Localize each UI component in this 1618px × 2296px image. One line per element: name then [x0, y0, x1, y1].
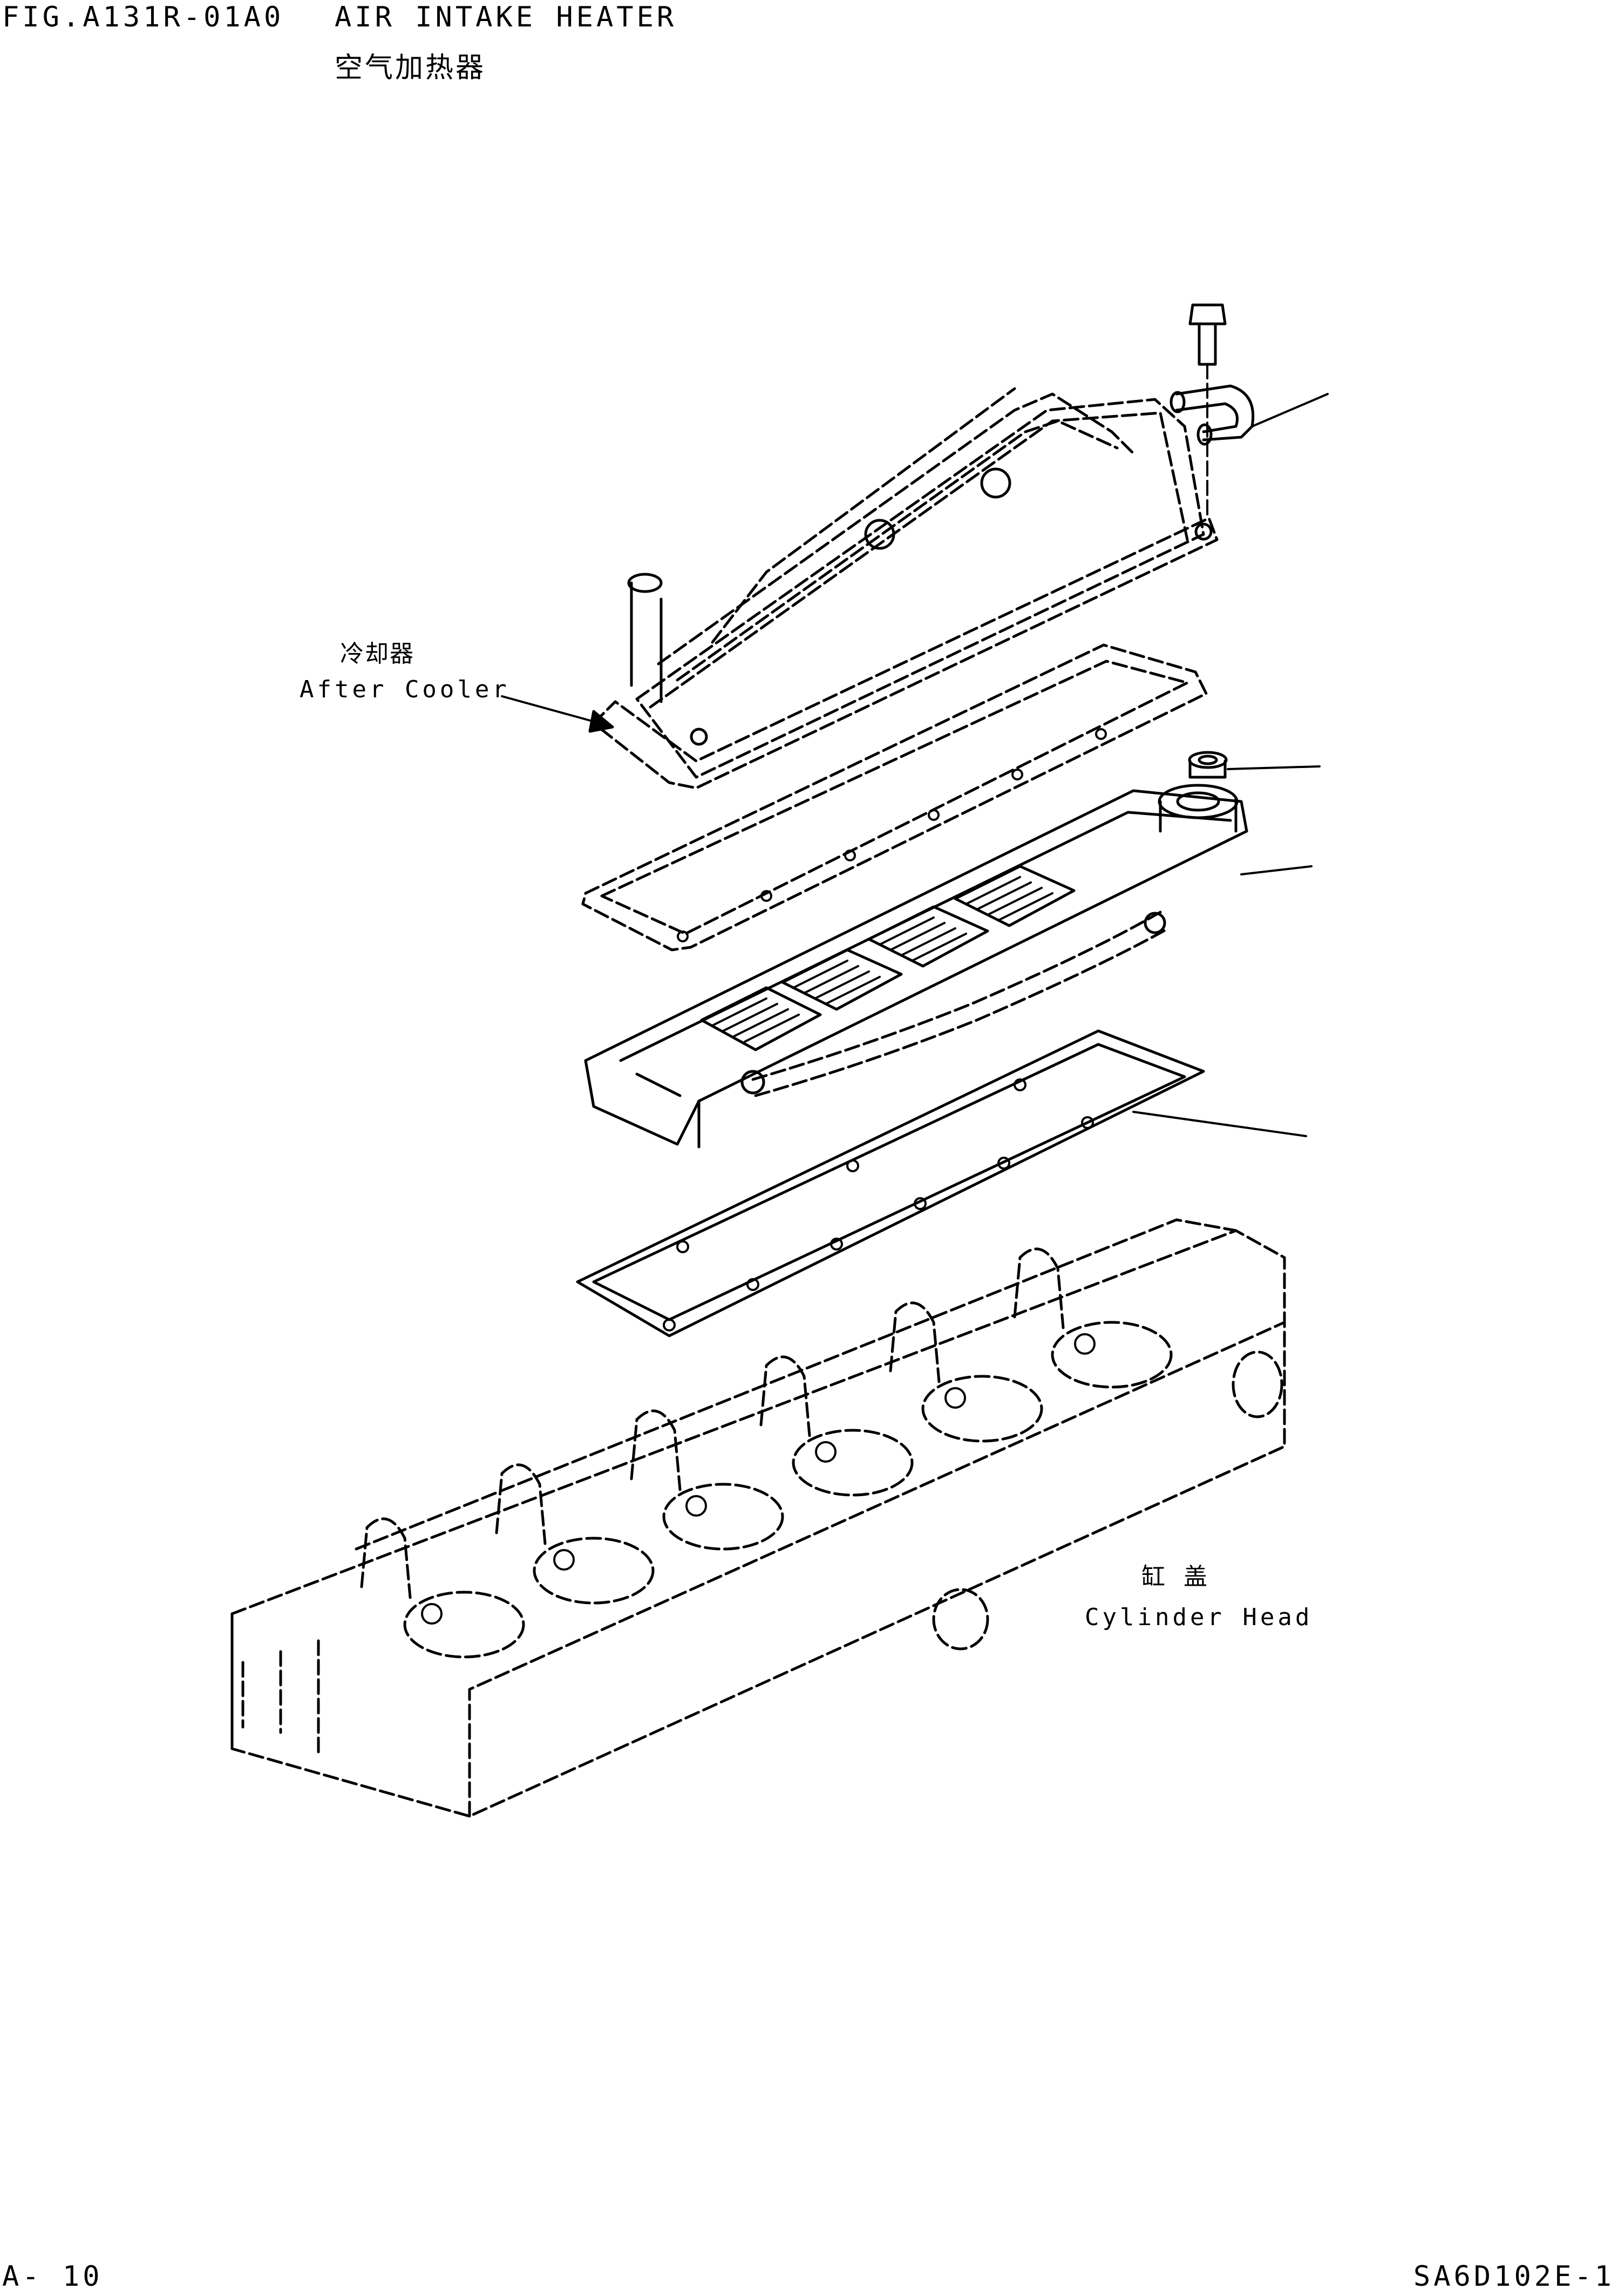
after-cooler-housing — [592, 384, 1329, 790]
figure-title-cn: 空气加热器 — [335, 52, 486, 84]
figure-title-en: AIR INTAKE HEATER — [335, 1, 677, 33]
cylinder-head-label-cn: 缸 盖 — [1141, 1563, 1213, 1591]
cylinder-head — [230, 1218, 1286, 1818]
upper-gasket — [581, 643, 1208, 952]
lower-gasket — [576, 1029, 1307, 1337]
after-cooler-label-en: After Cooler — [300, 676, 510, 703]
after-cooler-arrowhead — [588, 710, 614, 733]
after-cooler-label-cn: 冷却器 — [340, 640, 414, 668]
bolt — [1188, 303, 1227, 519]
model-code: SA6D102E-1 — [1413, 2260, 1615, 2293]
figure-number: FIG.A131R-01A0 — [2, 1, 284, 33]
heater-manifold-body — [584, 784, 1313, 1149]
page-reference: A- 10 — [2, 2260, 103, 2293]
nut — [1188, 751, 1321, 779]
cylinder-head-label-en: Cylinder Head — [1085, 1604, 1313, 1631]
